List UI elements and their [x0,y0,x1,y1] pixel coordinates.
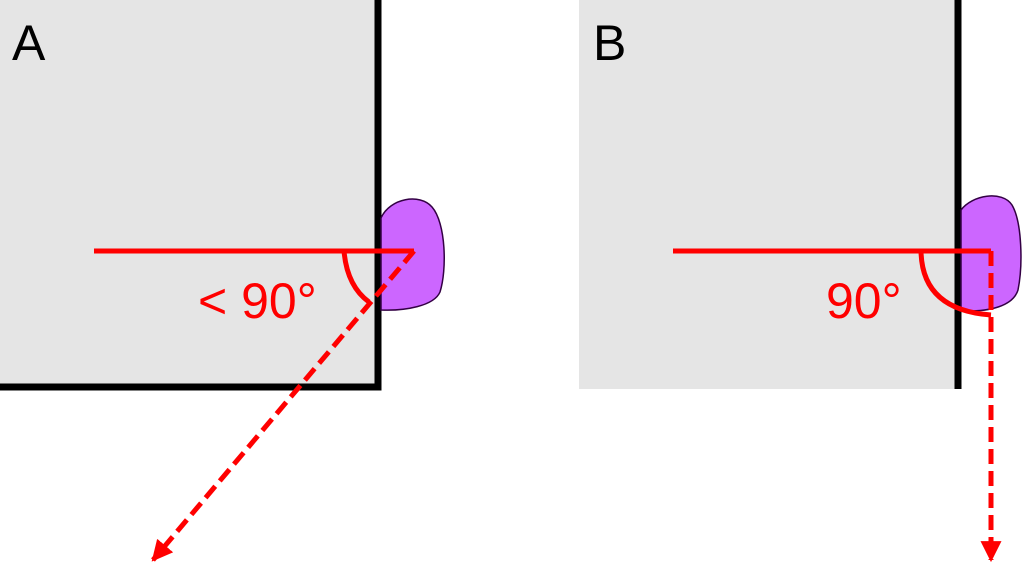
panel-a-deflected-ray-arrow [151,249,416,562]
panel-a-angle-arc [341,250,371,305]
panel-a-boundary-edge [0,0,382,391]
panel-a: A < 90° [0,0,445,562]
panel-b-block [579,0,959,389]
panel-b-label: B [593,15,626,71]
panel-b: B 90° [579,0,1022,563]
panel-b-angle-label: 90° [826,273,902,329]
panel-b-angle-arc [918,250,992,318]
panel-a-block [0,0,378,387]
panel-a-label: A [12,15,46,71]
panel-a-angle-label: < 90° [198,273,317,329]
